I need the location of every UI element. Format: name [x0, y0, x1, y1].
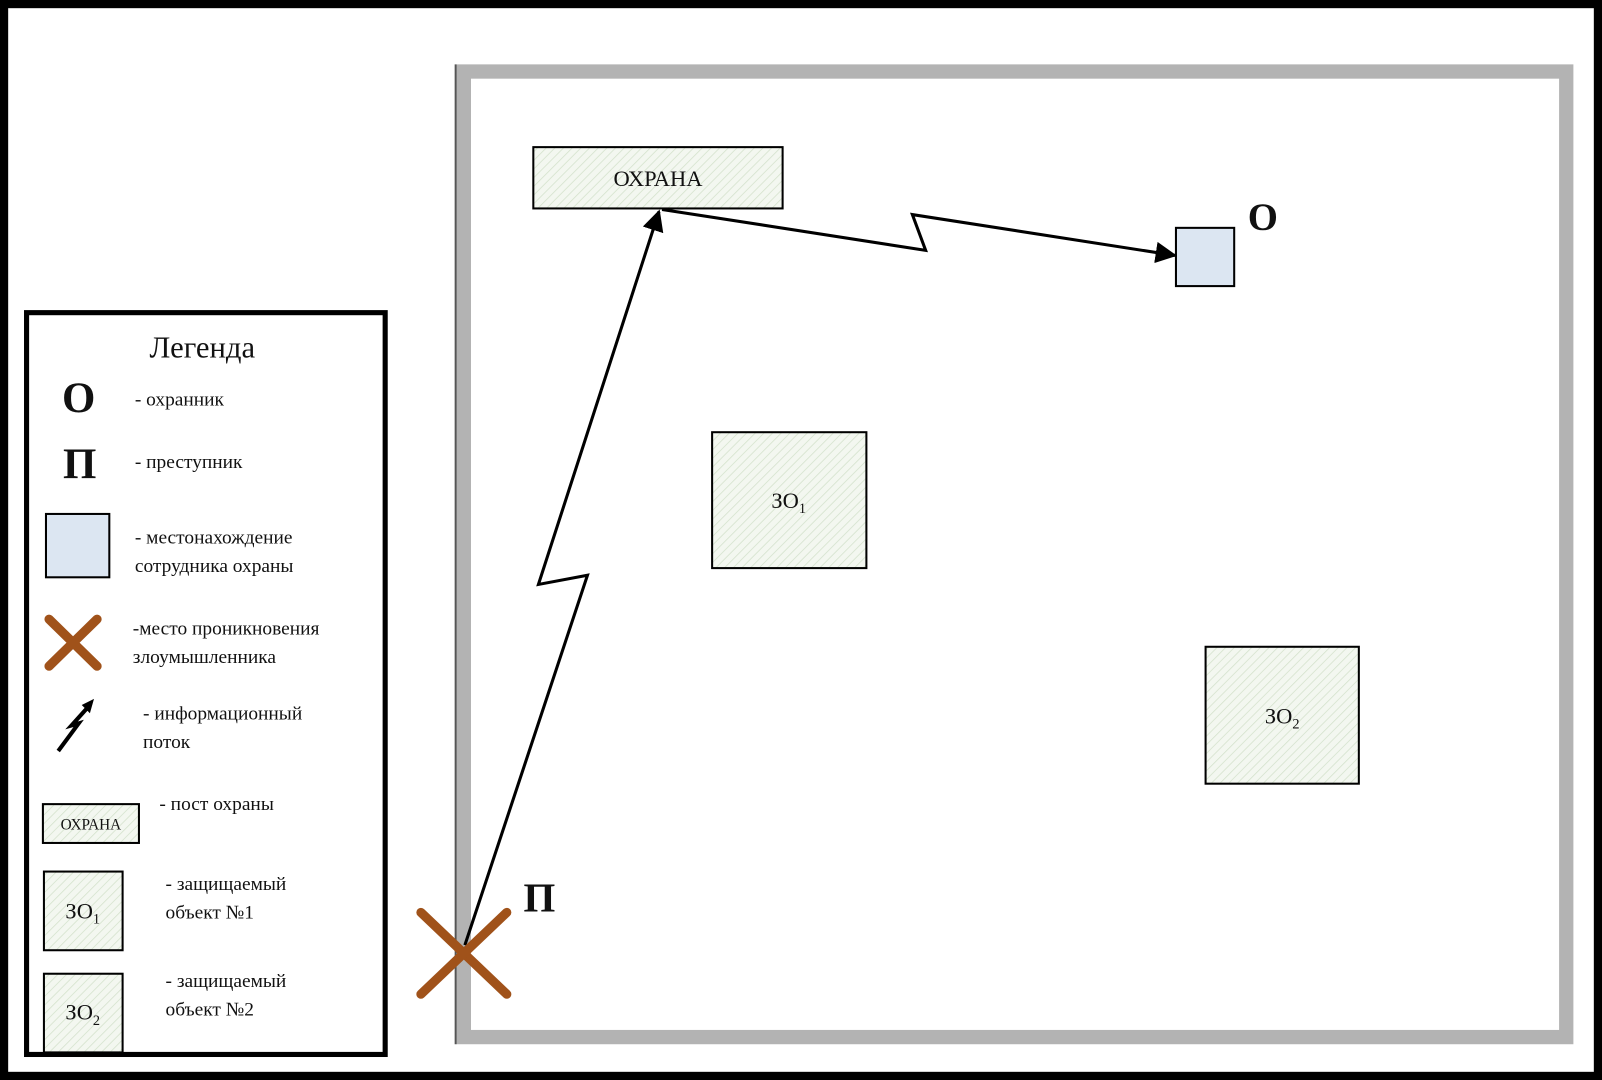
legend-title: Легенда — [150, 331, 256, 365]
legend-flow-line2: поток — [143, 732, 191, 753]
legend-obj1-icon — [42, 870, 124, 952]
legend-obj1-sub: 1 — [93, 912, 100, 928]
guard-post: ОХРАНА — [532, 146, 784, 210]
legend-obj2-line1: - защищаемый — [166, 971, 287, 992]
obj2-base: ЗО — [1265, 703, 1292, 728]
info-flow-intruder-to-post — [463, 209, 664, 946]
legend-obj2-icon — [42, 972, 124, 1054]
guard-symbol: О — [1248, 196, 1278, 239]
legend-post-icon — [41, 803, 140, 844]
svg-text:ЗО2: ЗО2 — [1265, 703, 1300, 732]
info-flow-post-to-guard — [661, 207, 1178, 264]
legend-post-text: - пост охраны — [159, 794, 273, 815]
legend-obj1-line2: объект №1 — [166, 903, 254, 924]
svg-text:ЗО1: ЗО1 — [771, 488, 806, 517]
protected-object-2: ЗО2 — [1204, 645, 1360, 785]
legend-flow-line1: - информационный — [143, 703, 302, 724]
guard-location — [1174, 226, 1236, 288]
svg-text:ЗО1: ЗО1 — [65, 899, 100, 928]
legend-obj2-base: ЗО — [65, 1000, 92, 1025]
legend: Легенда О - охранник П - преступник - ме… — [24, 310, 388, 1058]
svg-text:ЗО2: ЗО2 — [65, 1000, 100, 1029]
legend-guard-symbol: О — [62, 375, 95, 422]
legend-obj1-line1: - защищаемый — [166, 874, 287, 895]
legend-location-icon — [44, 512, 111, 579]
legend-entry-line1: -место проникновения — [133, 619, 320, 640]
obj2-sub: 2 — [1292, 717, 1299, 733]
legend-intrusion-icon — [44, 614, 102, 671]
legend-entry-line2: злоумышленника — [133, 647, 277, 668]
legend-obj1-base: ЗО — [65, 899, 92, 924]
obj1-base: ЗО — [771, 488, 798, 513]
protected-object-1: ЗО1 — [711, 431, 868, 570]
perimeter-wall — [456, 64, 1574, 1045]
obj1-sub: 1 — [799, 501, 806, 517]
intruder-symbol: П — [524, 875, 556, 920]
legend-post-box: ОХРАНА — [61, 817, 122, 834]
legend-guard-text: - охранник — [135, 390, 225, 411]
legend-location-line1: - местонахождение — [135, 528, 293, 549]
legend-location-line2: сотрудника охраны — [135, 556, 294, 577]
intrusion-point-icon — [416, 907, 512, 999]
legend-intruder-symbol: П — [63, 441, 96, 488]
legend-obj2-line2: объект №2 — [166, 1000, 254, 1021]
legend-flow-icon — [56, 698, 94, 753]
legend-obj2-sub: 2 — [93, 1013, 100, 1029]
guard-post-label: ОХРАНА — [613, 166, 703, 191]
legend-intruder-text: - преступник — [135, 452, 243, 473]
